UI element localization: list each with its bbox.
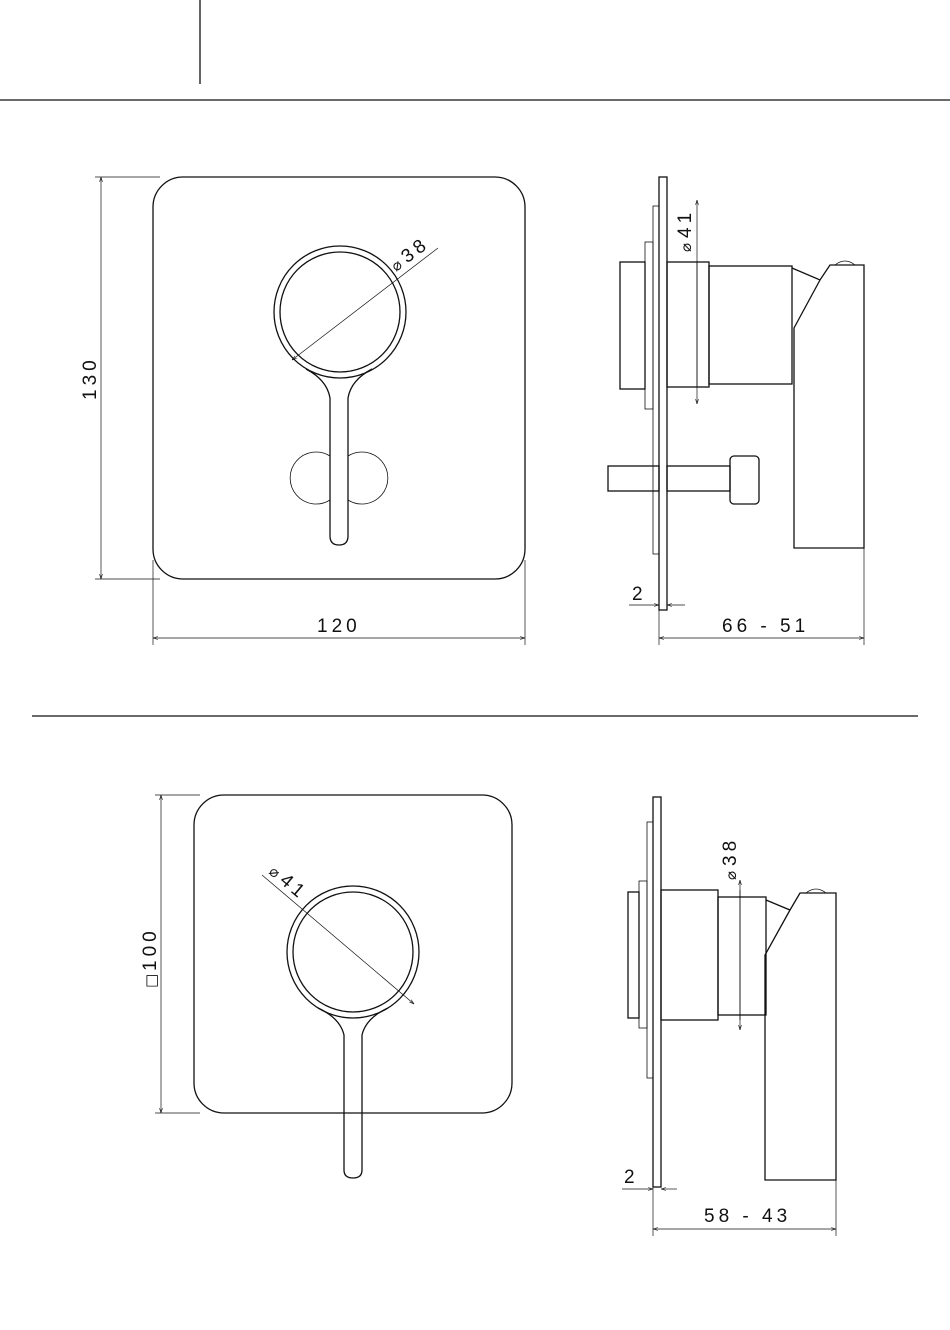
top-side-sleeve <box>667 262 709 387</box>
top-side-thickness-label: 2 <box>632 584 647 605</box>
top-side-handle <box>792 265 864 548</box>
top-front-view: ⌀ 38 130 120 <box>80 177 525 645</box>
bottom-square-value: 100 <box>140 927 161 971</box>
top-side-flange <box>645 242 653 409</box>
bottom-handle-stem <box>318 1008 388 1178</box>
top-side-diverter-back <box>608 466 659 491</box>
top-diameter-leader <box>292 248 438 360</box>
bottom-side-diameter-symbol: ⌀ <box>722 871 740 880</box>
top-handle-ring-inner <box>280 252 400 372</box>
bottom-side-handle <box>765 893 836 1180</box>
bottom-side-thickness-label: 2 <box>624 1167 639 1188</box>
top-side-diameter-value: 41 <box>675 209 696 238</box>
bottom-cover-plate <box>194 795 512 1113</box>
bottom-side-plate <box>653 797 661 1187</box>
bottom-side-depth-label: 58 - 43 <box>704 1206 791 1227</box>
top-handle-stem <box>306 369 372 545</box>
top-side-view: ⌀ 41 2 66 - 51 <box>608 177 864 645</box>
bottom-front-view: ⌀ 41 □ 100 <box>140 795 512 1178</box>
top-side-diameter-symbol: ⌀ <box>677 243 695 252</box>
bottom-side-gasket <box>647 822 653 1078</box>
bottom-side-flange <box>639 881 647 1028</box>
top-side-diverter-rod <box>667 466 730 491</box>
top-height-label: 130 <box>80 356 101 400</box>
top-diverter-left <box>290 452 330 504</box>
bottom-side-diameter-value: 38 <box>720 837 741 866</box>
top-width-label: 120 <box>317 616 361 637</box>
bottom-side-sleeve <box>661 890 718 1020</box>
top-side-depth-label: 66 - 51 <box>722 616 809 637</box>
top-side-body <box>620 262 645 389</box>
top-side-diverter-knob <box>730 456 759 504</box>
bottom-square-symbol: □ <box>142 974 160 988</box>
bottom-side-cartridge <box>718 897 766 1015</box>
top-side-cartridge <box>709 266 792 384</box>
bottom-side-view: ⌀ 38 2 58 - 43 <box>622 797 836 1236</box>
bottom-side-body <box>628 892 639 1018</box>
top-diameter-value: 38 <box>398 233 434 267</box>
bottom-diameter-value: 41 <box>276 870 312 905</box>
top-side-gasket <box>653 206 659 554</box>
top-diverter-right <box>348 452 388 504</box>
header-frame <box>0 0 950 100</box>
top-side-plate <box>659 177 667 610</box>
